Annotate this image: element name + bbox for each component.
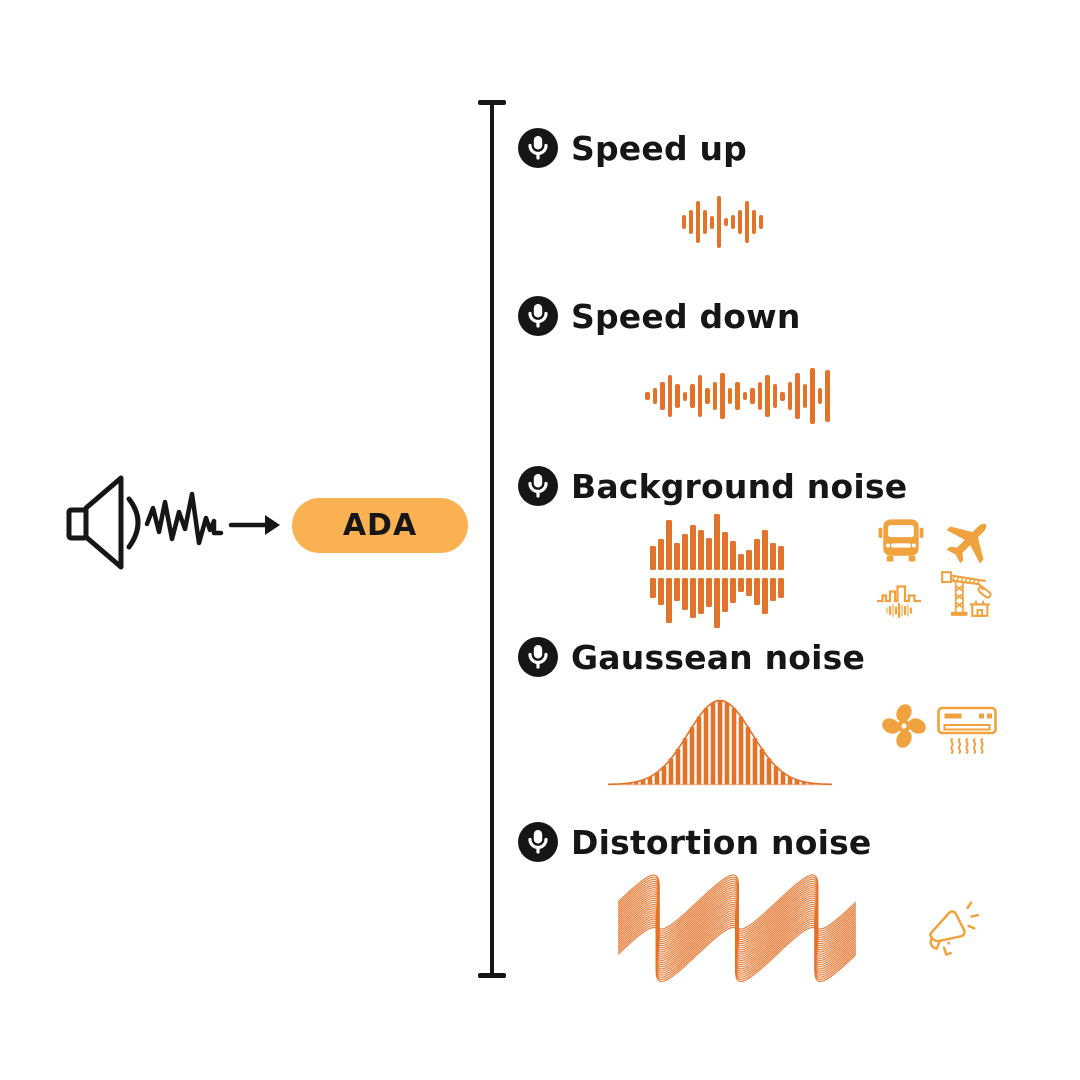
megaphone-icon (928, 901, 980, 956)
section-speed-down-header: Speed down (518, 296, 801, 336)
section-distortion-noise-header: Distortion noise (518, 822, 872, 862)
section-background-noise-header: Background noise (518, 466, 907, 506)
microphone-icon (518, 466, 558, 506)
bracket-top-cap (478, 100, 506, 105)
section-gaussean-noise-header: Gaussean noise (518, 637, 865, 677)
city-noise-icon (877, 585, 921, 619)
section-label: Speed up (571, 128, 747, 168)
bracket-bottom-cap (478, 973, 506, 978)
microphone-icon (518, 128, 558, 168)
air-conditioner-icon (937, 706, 997, 754)
airplane-icon (946, 523, 987, 564)
section-label: Speed down (571, 296, 801, 336)
speed-down-waveform (645, 368, 830, 424)
gaussian-bell-chart (608, 694, 832, 786)
section-label: Distortion noise (571, 822, 872, 862)
microphone-icon (518, 637, 558, 677)
ada-pill-label: ADA (342, 508, 418, 543)
right-arrow-icon (228, 515, 280, 535)
construction-crane-icon (941, 571, 992, 617)
section-label: Background noise (571, 466, 908, 506)
speaker-waveform-icon (66, 475, 224, 570)
background-noise-waveform (650, 514, 784, 628)
distortion-wave-graphic (618, 874, 856, 986)
microphone-icon (518, 296, 558, 336)
speed-up-waveform (682, 196, 763, 248)
bus-icon (878, 519, 924, 562)
microphone-icon (518, 822, 558, 862)
section-label: Gaussean noise (571, 637, 866, 677)
fan-icon (882, 704, 926, 748)
section-speed-up-header: Speed up (518, 128, 747, 168)
ada-pill: ADA (292, 498, 468, 553)
bracket-divider (477, 100, 507, 978)
bracket-line (489, 105, 495, 973)
